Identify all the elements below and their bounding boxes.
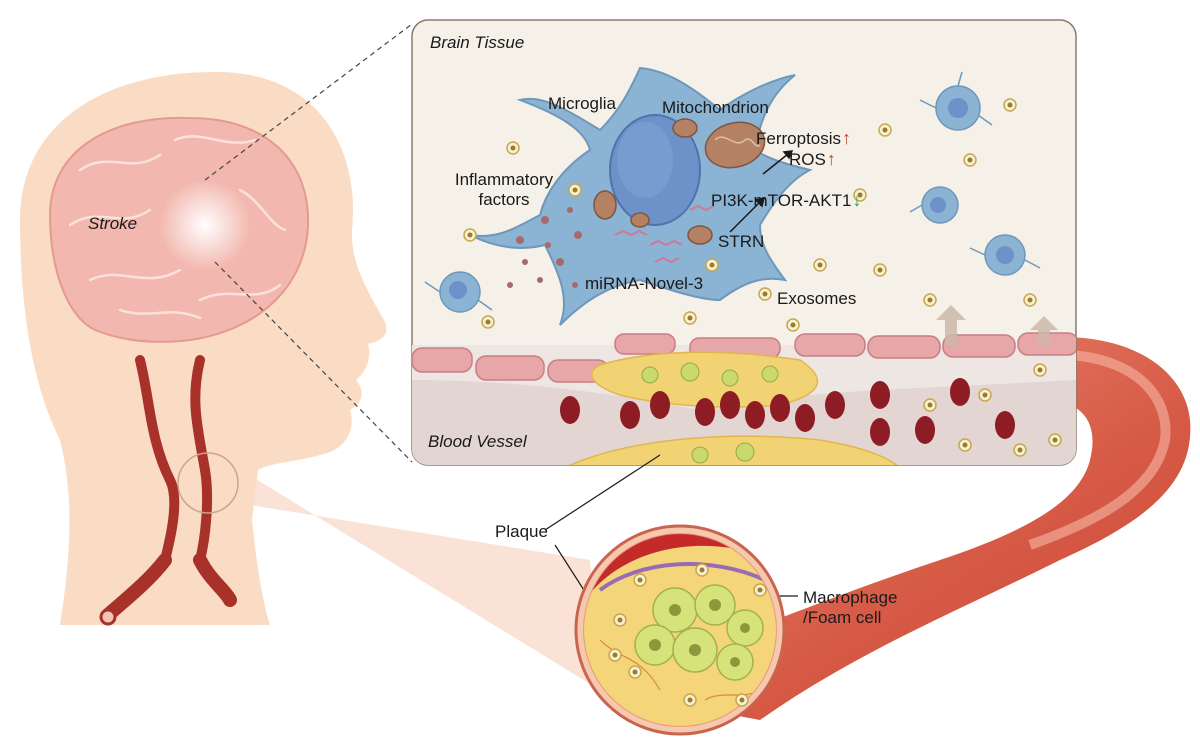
- vessel-cross-section: [574, 524, 786, 736]
- strn-label: STRN: [718, 232, 765, 251]
- macrophage-label: Macrophage /Foam cell: [803, 588, 898, 628]
- vessel-highlight: [1028, 350, 1171, 550]
- projection-cone: [228, 462, 600, 690]
- inflammatory-factors: [507, 207, 582, 288]
- mitochondrion-label: Mitochondrion: [662, 98, 769, 117]
- mirna-label: miRNA-Novel-3: [585, 274, 704, 293]
- macrophage-line1: Macrophage: [803, 588, 898, 607]
- zoom-line-bottom: [214, 261, 413, 463]
- exosome-transport-arrows: [936, 305, 1058, 345]
- pathway-label: PI3K-mTOR-AKT1↓: [711, 190, 861, 211]
- stroke-lesion: [159, 179, 251, 271]
- microglia-label: Microglia: [548, 94, 617, 113]
- ferroptosis-text: Ferroptosis: [756, 129, 842, 148]
- vessel-plaque: [591, 351, 819, 408]
- stroke-label: Stroke: [88, 214, 138, 233]
- ferroptosis-up-arrow: ↑: [842, 128, 852, 148]
- arterial-end: [99, 608, 117, 626]
- blood-vessel-label: Blood Vessel: [428, 432, 527, 451]
- macrophage-line2: /Foam cell: [803, 608, 882, 627]
- inflammatory-line2: factors: [478, 190, 530, 209]
- ros-up-arrow: ↑: [826, 149, 836, 169]
- ferroptosis-label: Ferroptosis↑: [756, 128, 851, 149]
- exosomes-label: Exosomes: [777, 289, 857, 308]
- pathway-down-arrow: ↓: [852, 190, 862, 210]
- vessel-foam-cells: [641, 362, 779, 464]
- small-microglia-nuclei: [449, 98, 1014, 299]
- ros-text: ROS: [789, 150, 826, 169]
- inflammatory-factors-label: Inflammatory factors: [442, 170, 566, 210]
- brain-tissue-label: Brain Tissue: [430, 33, 525, 52]
- pathway-arrows: [729, 150, 794, 233]
- mitochondria: [593, 118, 766, 245]
- ros-label: ROS↑: [789, 149, 836, 170]
- mirna-strands: [614, 204, 715, 264]
- zoom-line-top: [204, 23, 413, 181]
- inflammatory-line1: Inflammatory: [454, 170, 554, 189]
- brain-folds: [68, 135, 287, 320]
- neck-magnifier: [177, 452, 239, 514]
- plaque-label: Plaque: [495, 522, 548, 541]
- pathway-text: PI3K-mTOR-AKT1: [711, 191, 852, 210]
